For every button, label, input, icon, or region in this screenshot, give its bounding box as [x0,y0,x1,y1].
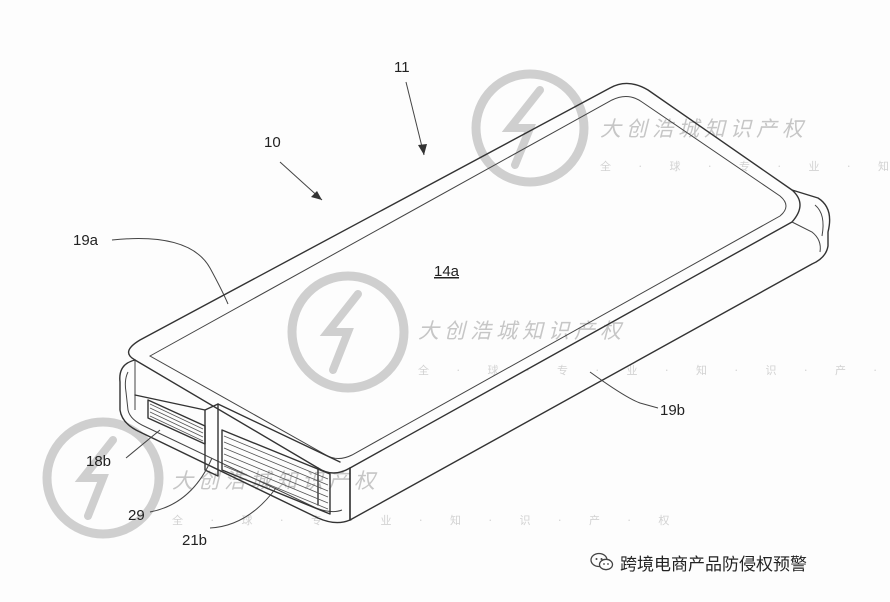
watermark-sub-top: 全 · 球 · 专 · 业 · 知 · 识 · 产 · 权 [600,159,890,173]
leader-29 [149,457,213,513]
device-top-surface [127,82,801,474]
watermark-logo-bottom [42,417,164,539]
slot-21b [221,429,331,515]
label-14a: 14a [434,263,460,280]
device-top-bevel [148,96,787,459]
label-10: 10 [264,134,281,151]
leader-19a [111,238,229,305]
leader-21b [209,487,277,529]
footer-text: 跨境电商产品防侵权预警 [620,554,807,575]
label-19a: 19a [73,232,99,249]
footer-credit: 跨境电商产品防侵权预警 [590,548,807,576]
divider-29 [204,403,219,477]
label-11: 11 [394,59,410,76]
leader-18b [125,429,161,459]
watermark-text-top: 大创浩城知识产权 [600,117,808,141]
arrow-11 [405,81,425,156]
watermark-logo-middle [287,271,409,393]
device-front-end [119,359,351,524]
label-21b: 21b [182,532,207,549]
watermark-sub-bottom: 全 · 球 · 专 · 业 · 知 · 识 · 产 · 权 [172,513,681,527]
label-29: 29 [128,507,145,524]
watermark-logo-top [471,69,589,187]
watermark-text-bottom: 大创浩城知识产权 [172,469,380,493]
leader-19b [589,371,659,409]
label-18b: 18b [86,453,111,470]
label-19b: 19b [660,402,685,419]
watermark-text-middle: 大创浩城知识产权 [418,319,626,343]
slot-18b [147,399,206,445]
device-right-end [349,189,831,521]
wechat-icon [590,552,614,571]
watermark-sub-middle: 全 · 球 · 专 · 业 · 知 · 识 · 产 · 权 [418,363,890,377]
